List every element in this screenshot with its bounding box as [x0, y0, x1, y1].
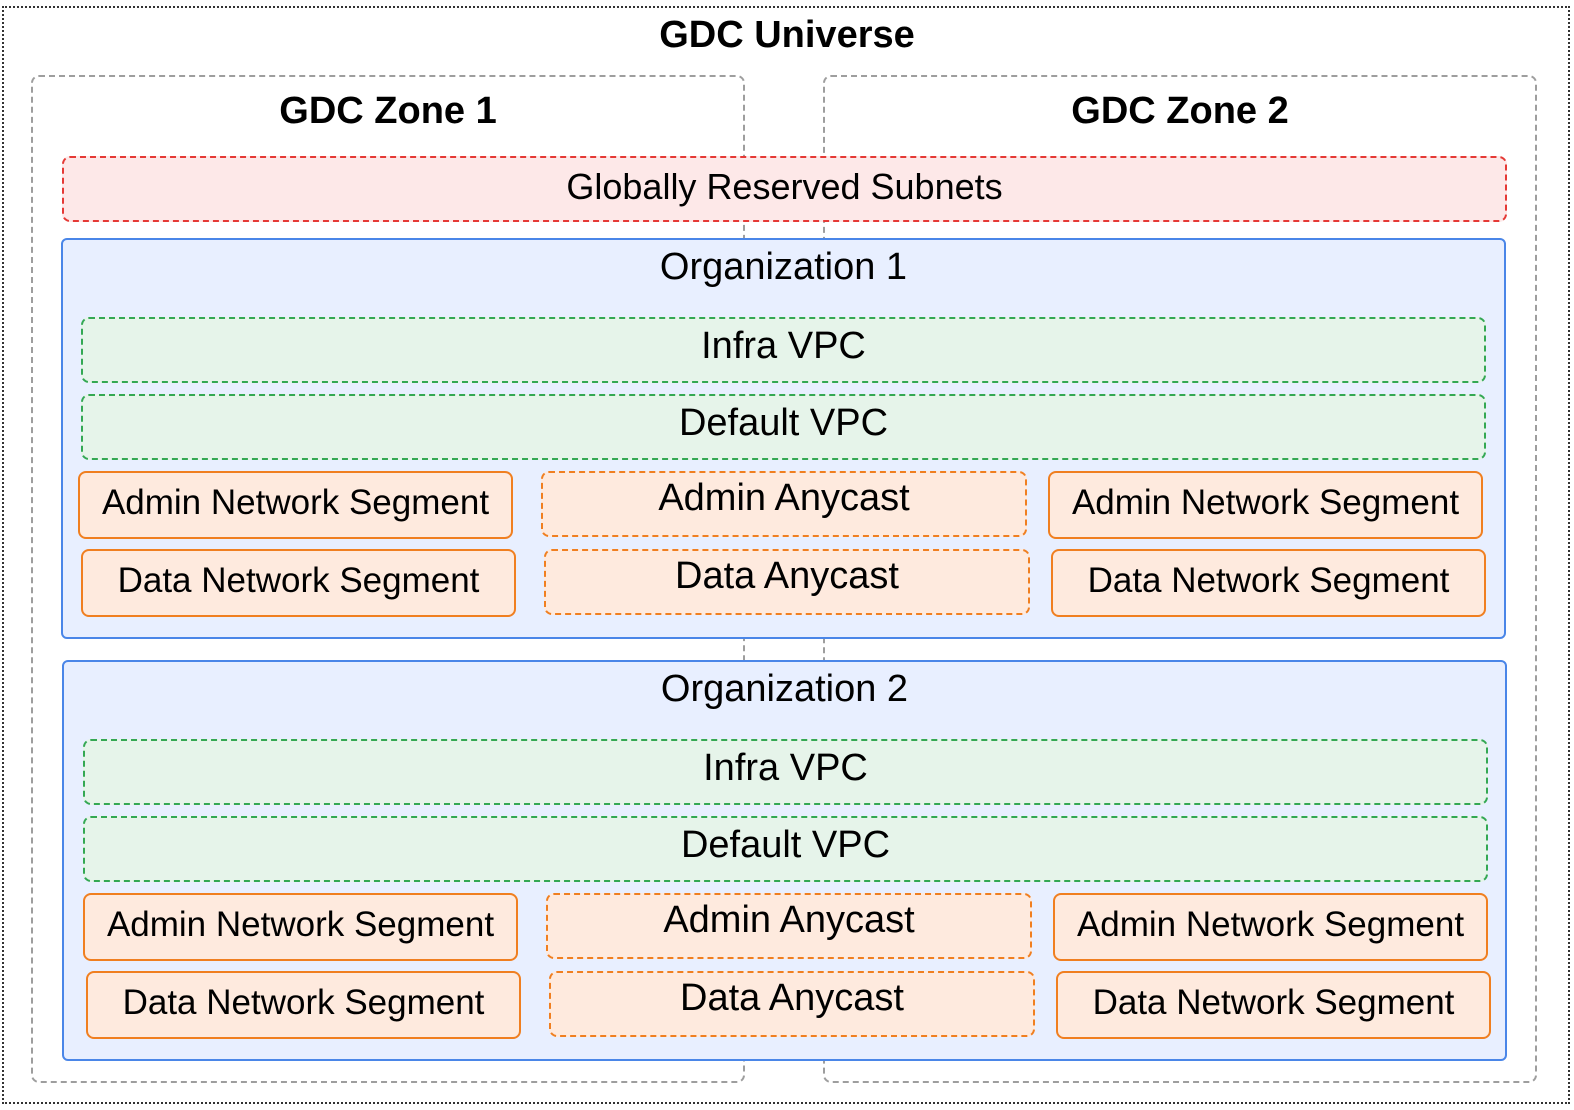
default-vpc-label: Default VPC [678, 402, 889, 444]
default-vpc-label: Default VPC [680, 824, 891, 866]
zone-2-title: GDC Zone 2 [1071, 90, 1289, 132]
globally-reserved-subnets: Globally Reserved Subnets [62, 156, 1507, 222]
infra-vpc-label: Infra VPC [701, 325, 866, 367]
organization-2: Organization 2 Infra VPC Default VPC Adm… [62, 660, 1507, 1061]
infra-vpc: Infra VPC [83, 739, 1488, 805]
data-network-segment-label: Data Network Segment [122, 983, 485, 1022]
data-network-segment-zone-1: Data Network Segment [86, 971, 521, 1039]
universe-title: GDC Universe [659, 14, 915, 56]
infra-vpc: Infra VPC [81, 317, 1486, 383]
admin-network-segment-zone-2: Admin Network Segment [1048, 471, 1483, 539]
data-anycast: Data Anycast [549, 971, 1035, 1037]
admin-network-segment-label: Admin Network Segment [1071, 483, 1460, 522]
admin-network-segment-label: Admin Network Segment [106, 905, 495, 944]
admin-anycast-label: Admin Anycast [658, 477, 910, 519]
default-vpc: Default VPC [83, 816, 1488, 882]
admin-network-segment-zone-2: Admin Network Segment [1053, 893, 1488, 961]
data-network-segment-label: Data Network Segment [117, 561, 480, 600]
infra-vpc-label: Infra VPC [703, 747, 868, 789]
admin-anycast-label: Admin Anycast [663, 899, 915, 941]
reserved-subnets-label: Globally Reserved Subnets [566, 166, 1003, 207]
organization-title: Organization 1 [659, 246, 908, 288]
data-anycast: Data Anycast [544, 549, 1030, 615]
data-network-segment-zone-1: Data Network Segment [81, 549, 516, 617]
gdc-universe-container [2, 6, 1570, 1104]
organization-1: Organization 1 Infra VPC Default VPC Adm… [61, 238, 1506, 639]
data-network-segment-label: Data Network Segment [1087, 561, 1450, 600]
data-network-segment-zone-2: Data Network Segment [1056, 971, 1491, 1039]
admin-network-segment-label: Admin Network Segment [101, 483, 490, 522]
default-vpc: Default VPC [81, 394, 1486, 460]
admin-network-segment-label: Admin Network Segment [1076, 905, 1465, 944]
admin-network-segment-zone-1: Admin Network Segment [78, 471, 513, 539]
organization-title: Organization 2 [660, 668, 909, 710]
data-network-segment-label: Data Network Segment [1092, 983, 1455, 1022]
data-anycast-label: Data Anycast [680, 977, 904, 1019]
data-anycast-label: Data Anycast [675, 555, 899, 597]
data-network-segment-zone-2: Data Network Segment [1051, 549, 1486, 617]
admin-anycast: Admin Anycast [541, 471, 1027, 537]
zone-1-title: GDC Zone 1 [279, 90, 497, 132]
admin-anycast: Admin Anycast [546, 893, 1032, 959]
admin-network-segment-zone-1: Admin Network Segment [83, 893, 518, 961]
